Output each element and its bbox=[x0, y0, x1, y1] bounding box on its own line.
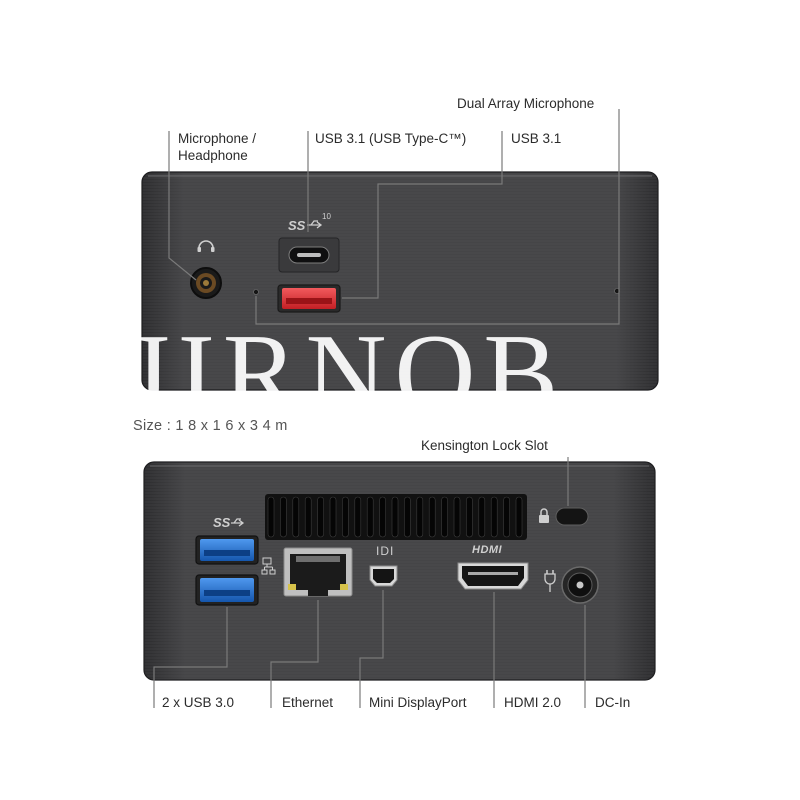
vent-slot bbox=[453, 496, 461, 538]
vent-slot bbox=[404, 496, 411, 538]
vent-slot bbox=[280, 496, 287, 538]
hdmi-icon: HDMI bbox=[472, 544, 503, 556]
vent-slot bbox=[478, 496, 486, 538]
vent-slot bbox=[428, 496, 436, 538]
microphone-hole-left bbox=[253, 289, 259, 295]
usb-30-port-bottom bbox=[195, 574, 259, 606]
usb-30-port-top bbox=[195, 535, 259, 565]
headphone-jack bbox=[190, 267, 222, 299]
vent-slot bbox=[379, 496, 386, 538]
label-mini-displayport: Mini DisplayPort bbox=[369, 695, 467, 710]
watermark: JIRNOB bbox=[126, 312, 567, 436]
hdmi-port bbox=[457, 562, 529, 590]
network-icon bbox=[261, 557, 276, 575]
label-dc-in: DC-In bbox=[595, 695, 631, 710]
label-kensington-lock-slot: Kensington Lock Slot bbox=[421, 438, 548, 453]
lock-icon bbox=[539, 508, 549, 523]
vent-slot bbox=[267, 496, 275, 538]
superspeed-10-icon: SS 10 bbox=[288, 212, 331, 233]
mini-displayport-port bbox=[369, 565, 398, 587]
ethernet-port bbox=[283, 547, 353, 597]
vent-slot bbox=[503, 496, 510, 538]
kensington-lock-slot bbox=[555, 507, 589, 526]
vent-slot bbox=[354, 496, 362, 538]
vent-slot bbox=[342, 496, 349, 538]
superspeed-10-number: 10 bbox=[322, 212, 331, 221]
vent-slot bbox=[441, 496, 448, 538]
vent-slot bbox=[292, 496, 300, 538]
label-hdmi: HDMI 2.0 bbox=[504, 695, 562, 710]
superspeed-text: SS bbox=[213, 515, 231, 530]
vent-slot bbox=[515, 496, 523, 538]
hdmi-logo-text: HDMI bbox=[472, 544, 503, 556]
displayport-logo-text: IDI bbox=[376, 544, 394, 558]
front-panel bbox=[141, 171, 659, 391]
label-ethernet: Ethernet bbox=[282, 695, 334, 710]
label-microphone-headphone: Microphone / Headphone bbox=[178, 131, 257, 163]
vent-slot bbox=[329, 496, 337, 538]
label-usb31: USB 3.1 bbox=[511, 131, 562, 146]
vent-grille bbox=[265, 494, 527, 540]
vent-slot bbox=[366, 496, 374, 538]
dc-in-port bbox=[561, 566, 599, 604]
label-dual-array-microphone: Dual Array Microphone bbox=[457, 96, 595, 111]
displayport-icon: IDI bbox=[376, 544, 394, 558]
size-text: Size : 1 8 x 1 6 x 3 4 m bbox=[133, 418, 288, 434]
vent-slot bbox=[416, 496, 424, 538]
power-plug-icon bbox=[544, 570, 556, 592]
vent-slot bbox=[391, 496, 399, 538]
vent-slot bbox=[466, 496, 473, 538]
superspeed-10-text: SS bbox=[288, 218, 306, 233]
label-usb31-type-c: USB 3.1 (USB Type-C™) bbox=[315, 131, 467, 146]
vent-slot bbox=[304, 496, 312, 538]
leader-lines bbox=[153, 109, 620, 708]
vent-slot bbox=[317, 496, 324, 538]
label-usb30: 2 x USB 3.0 bbox=[162, 695, 235, 710]
usb-31-port bbox=[277, 284, 341, 313]
vent-slot bbox=[490, 496, 498, 538]
usb-c-port bbox=[278, 237, 340, 273]
superspeed-icon: SS bbox=[213, 515, 245, 530]
headphone-icon bbox=[197, 240, 215, 252]
